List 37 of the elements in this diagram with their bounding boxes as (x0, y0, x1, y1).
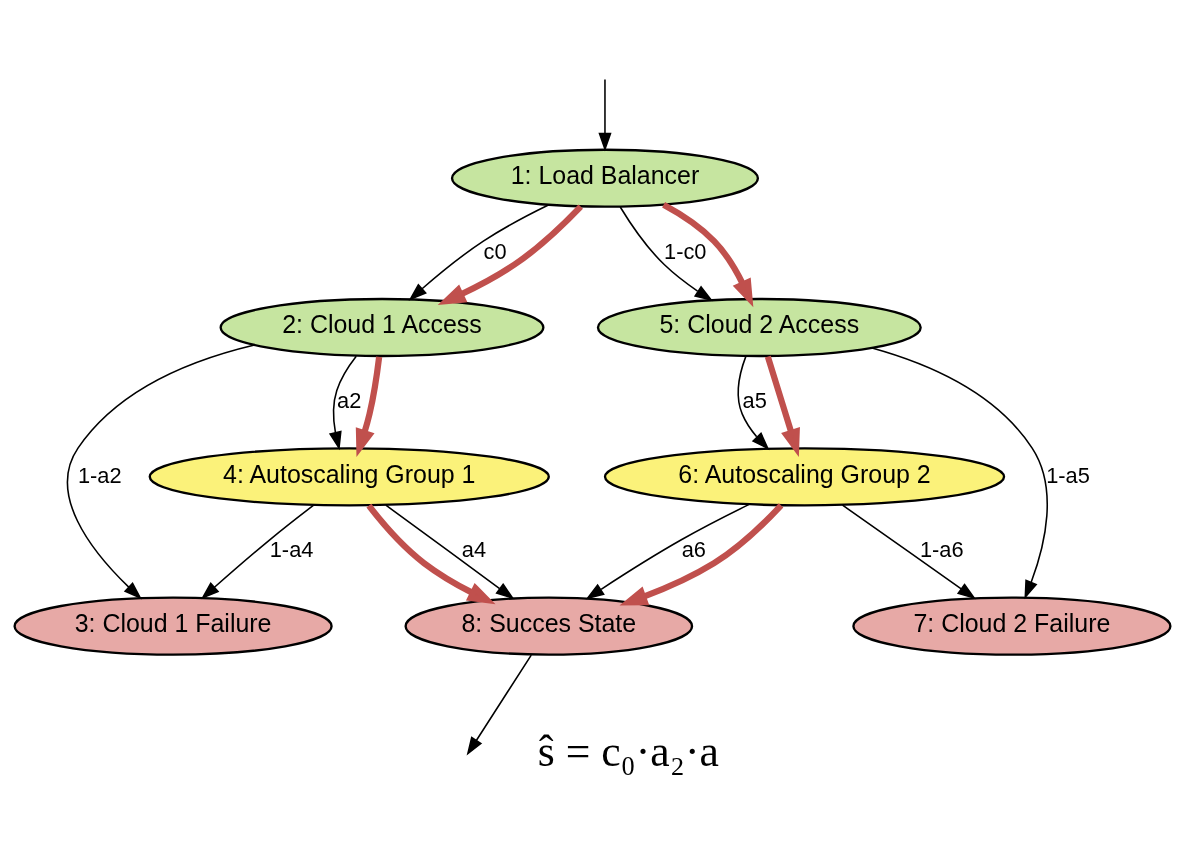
node-ellipse: 8: Succes State (404, 596, 694, 656)
node-ellipse: 3: Cloud 1 Failure (13, 596, 333, 656)
node-ellipse: 2: Cloud 1 Access (219, 297, 545, 357)
arrow (585, 503, 750, 600)
arrow (737, 355, 770, 450)
edge-label: a2 (337, 387, 362, 413)
arrow (408, 203, 550, 301)
edge-label: c0 (483, 238, 507, 264)
node-ellipse: 1: Load Balancer (450, 148, 760, 208)
node-ellipse: 5: Cloud 2 Access (596, 297, 922, 357)
arrow (385, 503, 515, 599)
arrow (437, 203, 583, 305)
node-ellipse: 4: Autoscaling Group 1 (148, 446, 550, 506)
arrow (764, 355, 800, 457)
arrow (598, 78, 612, 152)
arrow (619, 205, 714, 301)
edge-label: a5 (742, 387, 767, 413)
arrow (366, 503, 496, 604)
edge-label: a6 (681, 536, 706, 562)
edge-label: 1-a5 (1046, 462, 1090, 488)
arrow (200, 503, 315, 599)
edge-label: a4 (461, 536, 487, 562)
arrow (328, 355, 357, 450)
arrow (871, 346, 1048, 599)
arrow (66, 343, 256, 599)
edge-label: 1-c0 (664, 238, 707, 264)
arrow (662, 201, 754, 307)
label: ŝ = c₀·a₂·a (537, 726, 719, 775)
edge-label: 1-a4 (269, 536, 314, 562)
node-ellipse: 6: Autoscaling Group 2 (603, 446, 1006, 506)
edge-label: 1-a2 (77, 462, 122, 488)
arrow (841, 503, 977, 599)
arrow (619, 502, 784, 605)
edge-label: 1-a6 (919, 536, 964, 562)
arrow (466, 653, 533, 756)
node-ellipse: 7: Cloud 2 Failure (852, 596, 1172, 656)
arrow (355, 355, 383, 457)
